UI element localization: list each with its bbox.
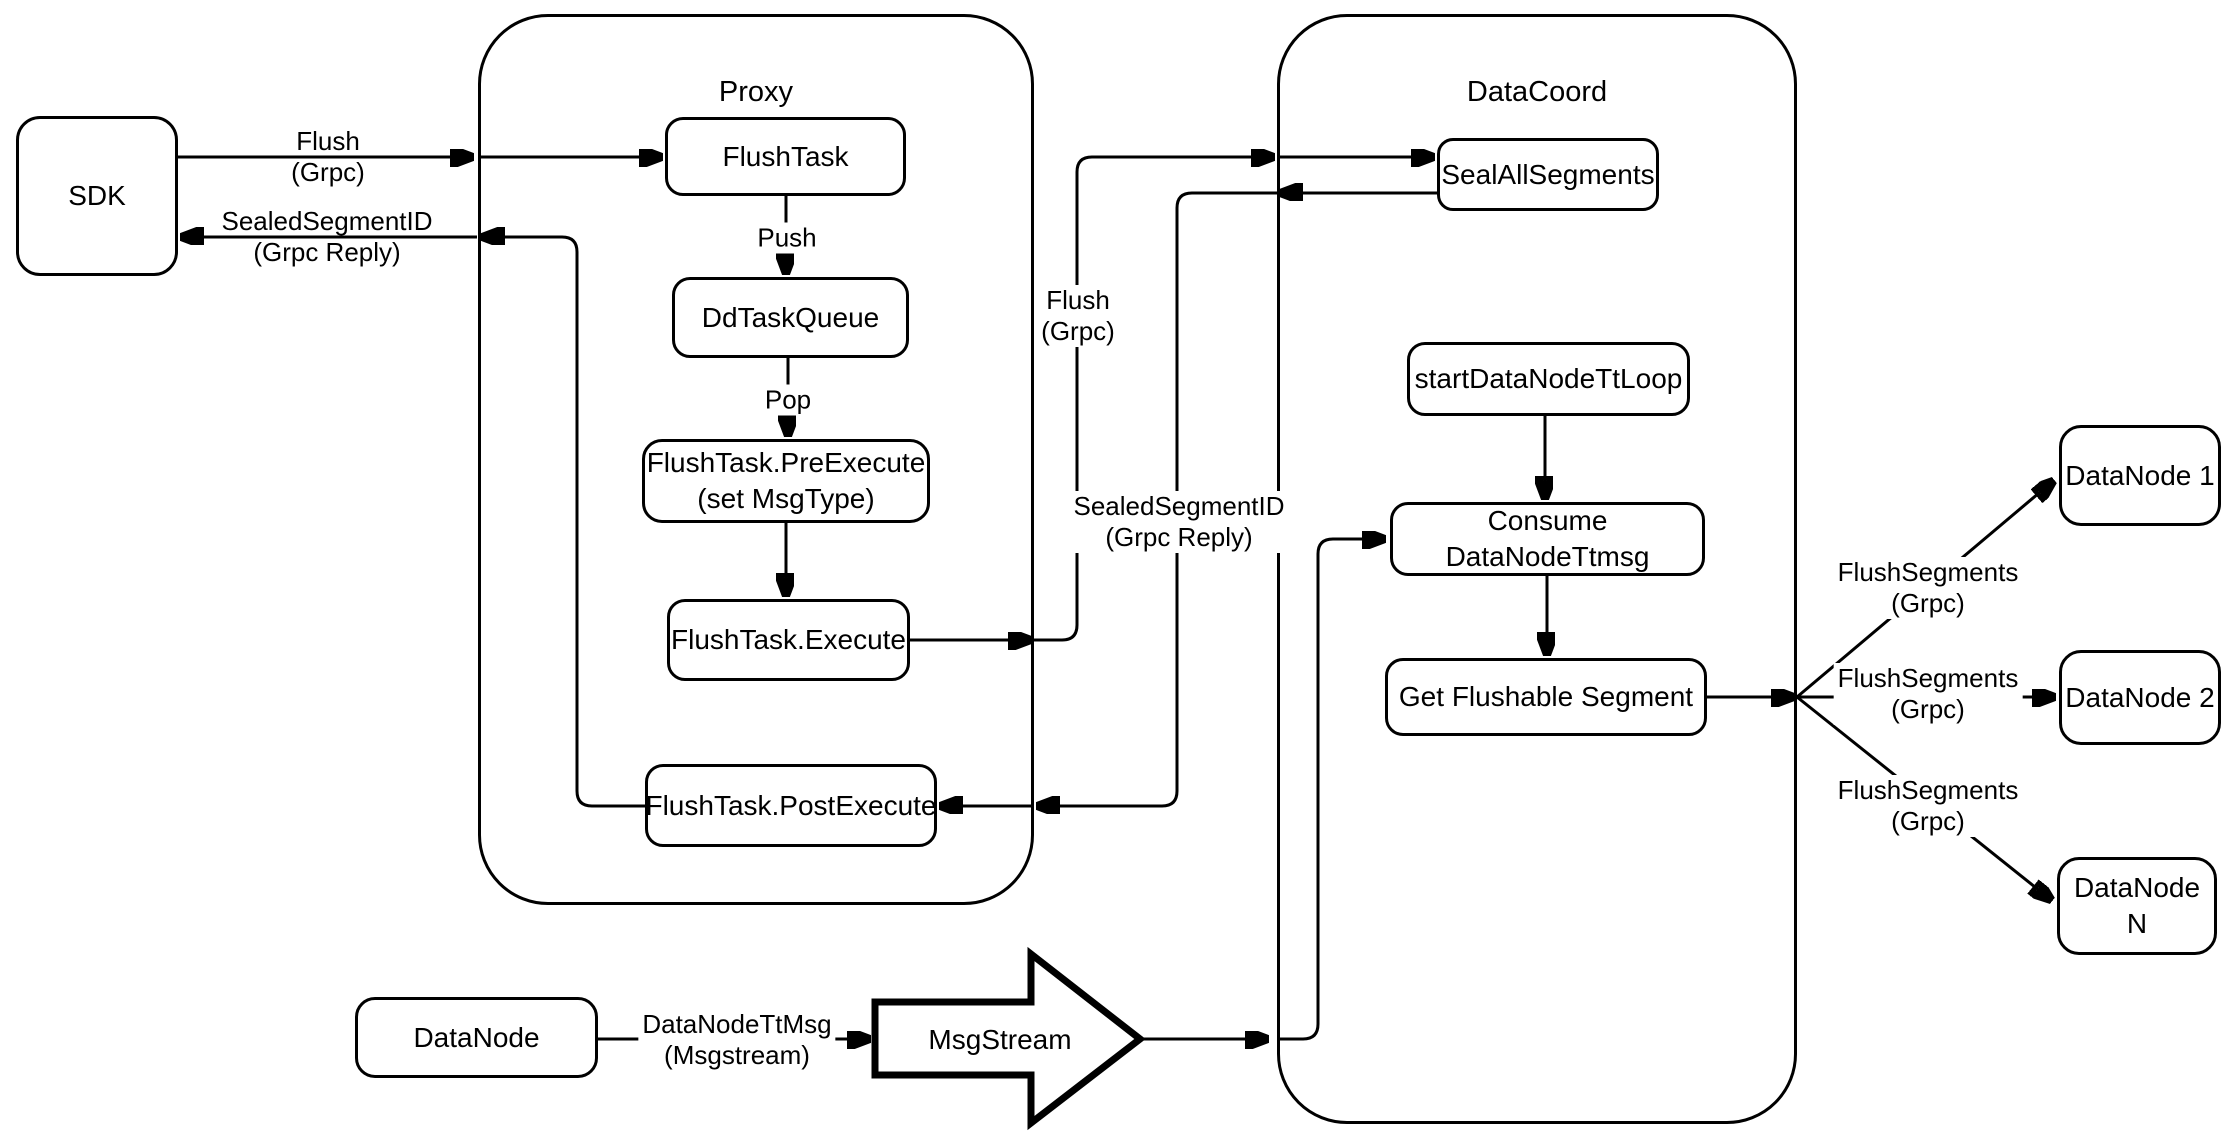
node-sealallsegments: SealAllSegments (1437, 138, 1659, 211)
node-datanode-source-label: DataNode (413, 1021, 540, 1053)
node-sdk: SDK (16, 116, 178, 276)
edge-label-flushsegments-1: FlushSegments (Grpc) (1833, 557, 2023, 619)
node-datanode-n-label: DataNode N (2073, 872, 2201, 939)
datacoord-container-title: DataCoord (1466, 76, 1608, 108)
edge-postexecute-to-proxy-boundary (484, 237, 645, 808)
node-startdatanodettloop: startDataNodeTtLoop (1407, 342, 1690, 416)
edge-label-sealedsegmentid-sdk: SealedSegmentID (Grpc Reply) (221, 206, 433, 267)
node-datanode-source: DataNode (355, 997, 598, 1078)
datacoord-container: DataCoord (1277, 14, 1797, 1124)
node-sealallsegments-label: SealAllSegments (1441, 158, 1655, 190)
edge-label-flushsegments-3: FlushSegments (Grpc) (1833, 775, 2023, 837)
proxy-container-title: Proxy (718, 76, 794, 108)
node-flushtask-preexecute-label-line2: (set MsgType) (697, 483, 875, 514)
msgstream-shape-label: MsgStream (928, 1024, 1072, 1055)
node-flushtask: FlushTask (665, 117, 906, 196)
node-sdk-label: SDK (68, 180, 126, 211)
node-get-flushable-segment: Get Flushable Segment (1385, 658, 1707, 736)
node-ddtaskqueue: DdTaskQueue (672, 277, 909, 358)
node-flushtask-execute-label: FlushTask.Execute (671, 624, 906, 655)
edge-proxy-to-datacoord-riser (1034, 157, 1272, 642)
node-flushtask-postexecute-label: FlushTask.PostExecute (645, 789, 937, 821)
edge-label-pop: Pop (760, 384, 816, 416)
edge-datacoord-boundary-to-consume (1277, 539, 1383, 1041)
node-consume-datanodettmsg: Consume DataNodeTtmsg (1390, 502, 1705, 576)
node-flushtask-postexecute: FlushTask.PostExecute (645, 764, 937, 847)
edge-label-flush-mid: Flush (Grpc) (1037, 285, 1119, 347)
node-startdatanodettloop-label: startDataNodeTtLoop (1414, 363, 1683, 394)
edge-label-flush-sdk: Flush (Grpc) (291, 126, 365, 187)
edge-label-flushsegments-2: FlushSegments (Grpc) (1833, 663, 2023, 725)
node-datanode-1: DataNode 1 (2059, 425, 2221, 526)
node-datanode-2-label: DataNode 2 (2065, 681, 2215, 713)
proxy-container: Proxy (478, 14, 1034, 905)
edge-label-push: Push (753, 222, 821, 254)
node-datanode-n: DataNode N (2057, 857, 2217, 955)
node-consume-datanodettmsg-label: Consume DataNodeTtmsg (1445, 505, 1650, 572)
node-flushtask-execute: FlushTask.Execute (667, 599, 910, 681)
msgstream-block-arrow-shape (871, 946, 1146, 1131)
node-get-flushable-segment-label: Get Flushable Segment (1398, 681, 1694, 712)
node-flushtask-label: FlushTask (722, 140, 849, 172)
node-flushtask-preexecute-label-line1: FlushTask.PreExecute (646, 447, 926, 478)
node-datanode-1-label: DataNode 1 (2065, 459, 2215, 491)
node-flushtask-preexecute: FlushTask.PreExecute (set MsgType) (642, 439, 930, 523)
node-ddtaskqueue-label: DdTaskQueue (701, 301, 880, 333)
node-datanode-2: DataNode 2 (2059, 650, 2221, 745)
edge-label-sealedsegmentid-mid: SealedSegmentID (Grpc Reply) (1069, 491, 1289, 553)
edge-label-datanodettmsg: DataNodeTtMsg (Msgstream) (638, 1009, 836, 1071)
